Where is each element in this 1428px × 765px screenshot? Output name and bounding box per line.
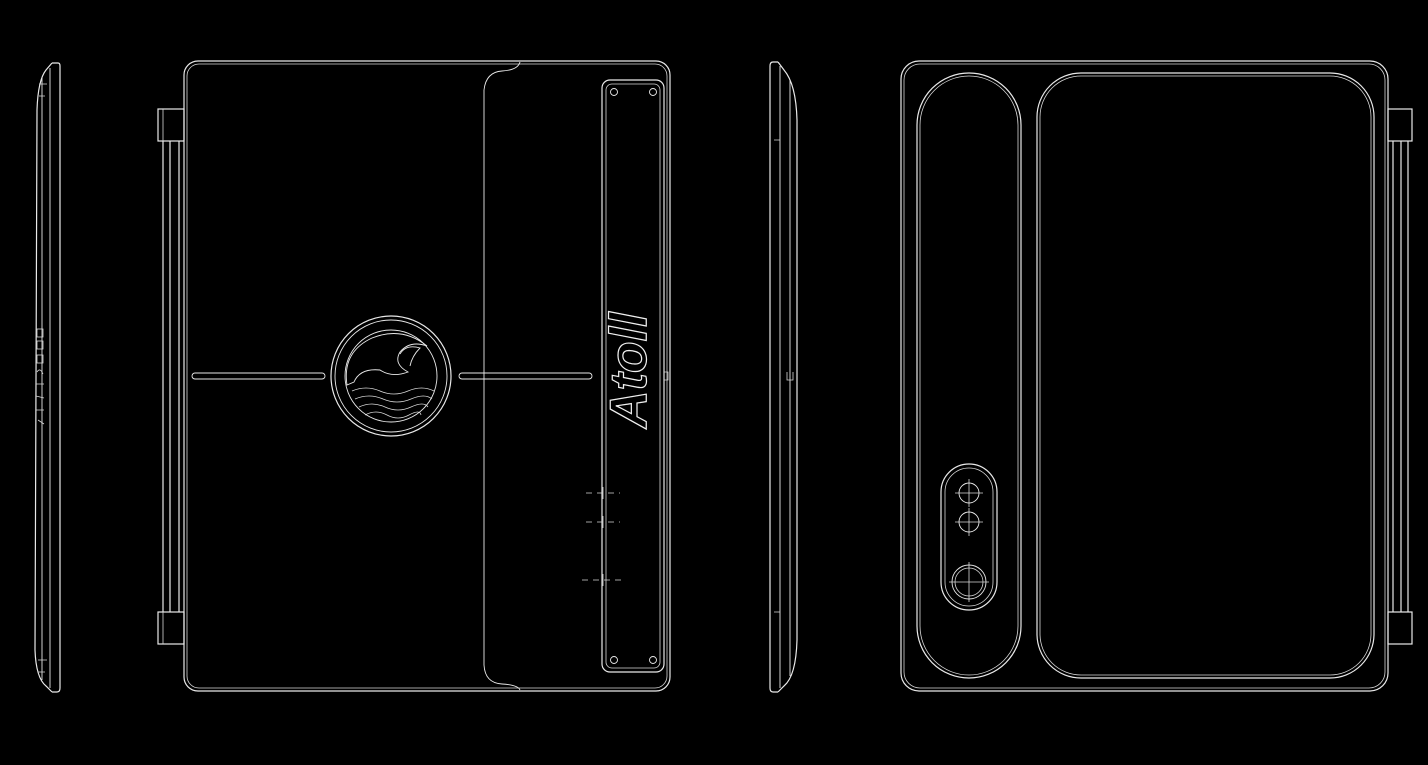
back-body-outline (900, 60, 1389, 692)
camera-lens-icon (955, 479, 983, 507)
brand-logo-text: Atoll (600, 311, 658, 430)
back-left-capsule (916, 72, 1022, 679)
groove-right (458, 372, 593, 380)
hinge-rail-right (1387, 108, 1413, 645)
front-body-outline (183, 60, 671, 692)
front-view: Atoll (157, 60, 671, 692)
back-view (900, 60, 1413, 692)
camera-lens-icon (949, 562, 989, 602)
hinge-rail-left (157, 108, 185, 645)
wave-emblem-icon (330, 315, 452, 437)
groove-left (191, 372, 326, 380)
front-right-panel (483, 61, 521, 691)
center-marks (582, 487, 624, 586)
right-side-view (769, 61, 798, 693)
camera-module (940, 463, 998, 611)
screw-heads (610, 88, 657, 664)
control-strip (601, 79, 665, 673)
camera-lens-icon (955, 508, 983, 536)
left-side-view (34, 62, 61, 693)
back-right-pad (1036, 72, 1375, 679)
